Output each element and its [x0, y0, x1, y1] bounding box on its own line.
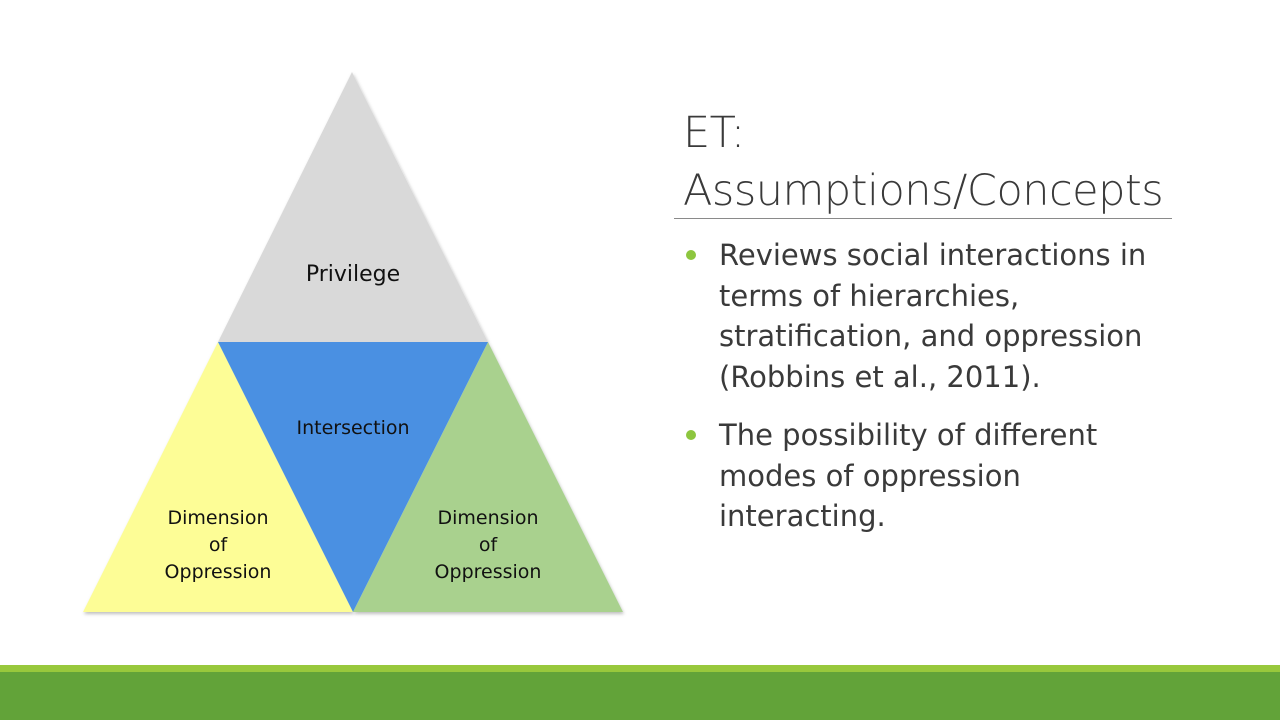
right-label-line1: Dimension — [438, 507, 539, 529]
bullet-text: The possibility of different modes of op… — [719, 418, 1098, 533]
intersection-triangle — [218, 342, 488, 612]
right-label-line2: of — [479, 534, 499, 556]
bullet-item: The possibility of different modes of op… — [686, 415, 1186, 537]
left-oppression-triangle — [83, 342, 353, 612]
footer-accent-stripe — [0, 665, 1280, 672]
title-line-2: Assumptions/Concepts — [683, 166, 1164, 216]
title-line-1: ET: — [683, 108, 745, 158]
intersection-label: Intersection — [296, 417, 409, 439]
bullet-text: Reviews social interactions in terms of … — [719, 238, 1147, 394]
right-label-line3: Oppression — [435, 561, 542, 583]
left-label-line3: Oppression — [165, 561, 272, 583]
left-label-line1: Dimension — [168, 507, 269, 529]
bullet-item: Reviews social interactions in terms of … — [686, 235, 1186, 397]
intersectionality-triangle-diagram: Privilege Intersection Dimension of Oppr… — [83, 72, 623, 612]
footer-band — [0, 672, 1280, 720]
title-divider — [674, 218, 1172, 219]
slide-title: ET: Assumptions/Concepts — [683, 104, 1203, 220]
privilege-triangle — [218, 72, 488, 342]
bullet-dot-icon — [686, 250, 696, 260]
left-label-line2: of — [209, 534, 229, 556]
right-oppression-triangle — [353, 342, 623, 612]
bullet-dot-icon — [686, 430, 696, 440]
privilege-label: Privilege — [306, 262, 400, 287]
bullet-list: Reviews social interactions in terms of … — [686, 235, 1186, 555]
